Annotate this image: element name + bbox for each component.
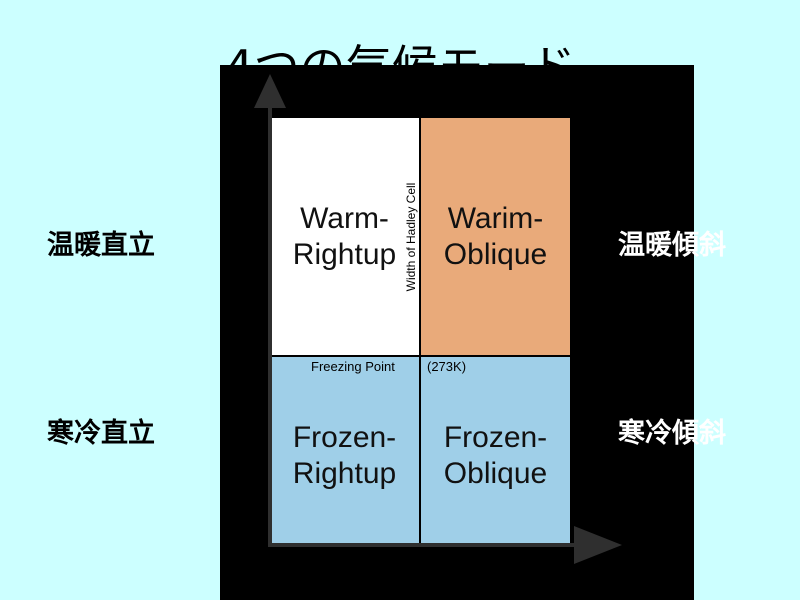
quadrant-line: Rightup xyxy=(292,457,397,490)
diagram-title: 4つの気候モード xyxy=(224,40,576,94)
vertical-axis xyxy=(268,100,272,547)
quadrant-line: Warim- xyxy=(447,201,544,235)
horizontal-axis xyxy=(270,543,575,547)
quadrant-frozen-oblique: Frozen- Oblique xyxy=(421,357,570,543)
label-cold-upright: 寒冷直立 xyxy=(47,418,155,449)
quadrant-frozen-rightup: Frozen- Rightup xyxy=(270,357,419,543)
label-warm-upright: 温暖直立 xyxy=(47,230,155,261)
label-warm-oblique: 温暖傾斜 xyxy=(618,230,726,261)
quadrant-warm-rightup: Warm- Rightup xyxy=(270,118,419,355)
freezing-point-label: Freezing Point xyxy=(311,359,395,374)
freezing-value-label: (273K) xyxy=(427,359,467,374)
arrow-right-icon xyxy=(574,526,622,564)
quadrant-line: Oblique xyxy=(443,457,548,490)
arrow-up-icon xyxy=(254,74,286,108)
quadrant-line: Warm- xyxy=(300,201,389,235)
quadrant-line: Frozen- xyxy=(292,421,397,454)
quadrant-line: Frozen- xyxy=(443,421,548,454)
quadrant-line: Rightup xyxy=(292,237,397,271)
quadrant-line: Oblique xyxy=(443,237,548,271)
label-cold-oblique: 寒冷傾斜 xyxy=(618,418,726,449)
quadrant-warm-oblique: Warim- Oblique xyxy=(421,118,570,355)
hadley-cell-axis-label: Width of Hadley Cell xyxy=(404,182,418,292)
